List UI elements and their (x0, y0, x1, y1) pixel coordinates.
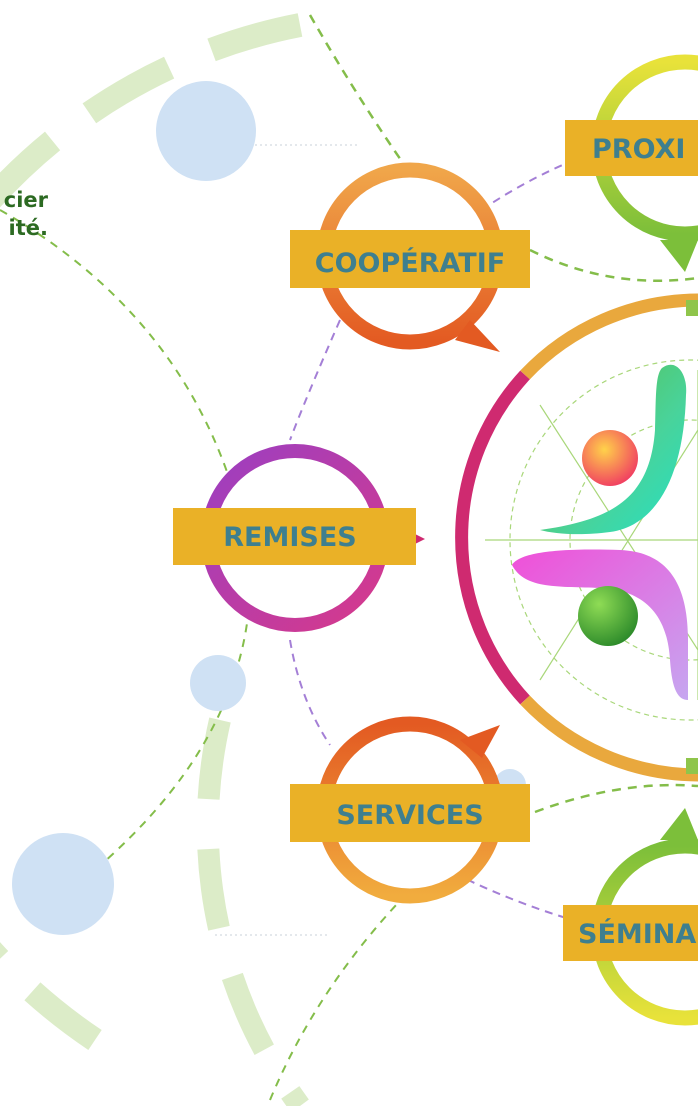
seminaires-node: SÉMINA (563, 808, 698, 1026)
services-label: SERVICES (336, 800, 483, 831)
cooperatif-label: COOPÉRATIF (315, 247, 505, 279)
remises-label: REMISES (223, 522, 356, 553)
proximite-label: PROXI (592, 134, 685, 165)
seminaires-label: SÉMINA (578, 918, 696, 950)
remises-node: REMISES (173, 444, 416, 632)
cooperatif-node: COOPÉRATIF (290, 162, 530, 352)
logo-ball-green (578, 586, 638, 646)
proximite-node: PROXI (565, 54, 698, 272)
bubble (12, 833, 114, 935)
hands-cooperation-logo (485, 359, 698, 721)
bubble (156, 81, 256, 181)
intro-line-2: ité. (8, 216, 48, 240)
bubble (190, 655, 246, 711)
central-ring (413, 293, 698, 782)
intro-text-fragment: cier ité. (0, 186, 48, 242)
intro-line-1: cier (3, 188, 48, 212)
logo-ball-red (582, 430, 638, 486)
services-node: SERVICES (290, 716, 530, 904)
